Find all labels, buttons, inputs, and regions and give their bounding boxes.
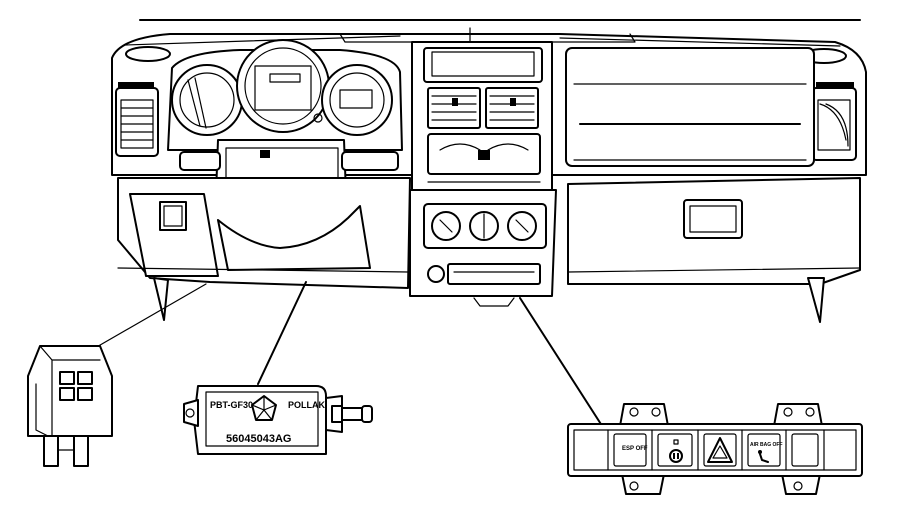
right-outer-vent — [811, 82, 857, 161]
brand-label: POLLAK — [288, 400, 325, 410]
leader-lines — [87, 281, 607, 433]
airbag-off-button[interactable]: AIR BAG OFF — [747, 433, 783, 467]
left-outer-vent — [115, 82, 159, 157]
upper-glovebox — [565, 47, 815, 167]
center-stack-lower — [409, 189, 557, 307]
stop-lamp-switch: PBT-GF30 POLLAK 56045043AG — [183, 385, 373, 455]
esp-off-label: ESP OFF — [622, 446, 648, 452]
switch-bank: ESP OFF AIR BAG OFF — [567, 403, 863, 495]
power-outlet-icon — [669, 449, 683, 463]
left-speaker — [125, 46, 171, 62]
lower-dash-left — [117, 177, 411, 321]
material-label: PBT-GF30 — [210, 400, 253, 410]
center-stack-upper — [411, 41, 553, 191]
airbag-off-label: AIR BAG OFF — [750, 442, 783, 448]
part-number-label: 56045043AG — [226, 433, 291, 445]
esp-off-button[interactable]: ESP OFF — [613, 433, 648, 467]
power-outlet-button[interactable] — [657, 433, 693, 467]
glovebox — [567, 177, 861, 323]
wiring-connector — [27, 345, 113, 467]
instrument-cluster — [167, 39, 403, 151]
hazard-button[interactable] — [703, 433, 737, 467]
instrument-panel — [111, 19, 867, 323]
